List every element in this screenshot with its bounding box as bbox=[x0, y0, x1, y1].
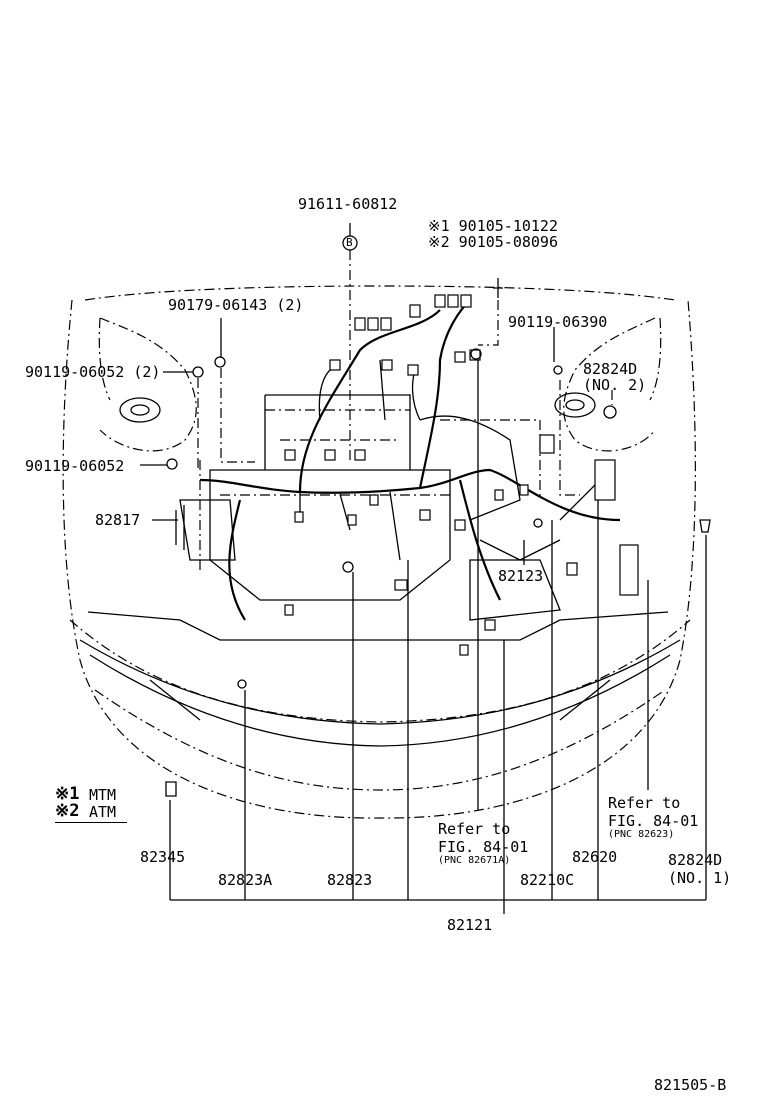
left-strut-tower bbox=[119, 397, 161, 423]
hood-line bbox=[84, 285, 676, 301]
part-82817: 82817 bbox=[95, 511, 141, 529]
legend-atm: ATM bbox=[89, 803, 117, 821]
part-91611-60812: 91611-60812 bbox=[298, 195, 398, 213]
part-82823a: 82823A bbox=[218, 871, 273, 889]
part-82620: 82620 bbox=[572, 848, 618, 866]
part-82210c: 82210C bbox=[520, 871, 575, 889]
part-82824d-no2: 82824D bbox=[583, 360, 638, 378]
part-90119-06390: 90119-06390 bbox=[508, 313, 608, 331]
part-82823: 82823 bbox=[327, 871, 373, 889]
legend-mark-1: ※1 bbox=[55, 784, 80, 804]
fasteners bbox=[165, 235, 711, 797]
part-82123: 82123 bbox=[498, 567, 544, 585]
connectors bbox=[284, 294, 639, 656]
legend-mark-2: ※2 bbox=[55, 801, 80, 821]
left-fender bbox=[99, 317, 197, 452]
part-82121: 82121 bbox=[447, 916, 493, 934]
right-fender bbox=[563, 317, 656, 452]
part-82824d-no2-qualifier: (NO. 2) bbox=[583, 376, 647, 394]
bolt-marker-b: B bbox=[346, 236, 353, 249]
part-82824d-no1-qualifier: (NO. 1) bbox=[668, 869, 732, 887]
figure-code: 821505-B bbox=[654, 1076, 727, 1094]
front-panel bbox=[69, 619, 691, 723]
part-82345: 82345 bbox=[140, 848, 186, 866]
refer-fig-84-01-1: FIG. 84-01 bbox=[438, 838, 529, 856]
refer-to-label-1: Refer to bbox=[438, 820, 511, 838]
leader-lines bbox=[140, 223, 707, 914]
part-90105-10122: ※1 90105-10122 bbox=[428, 217, 558, 235]
legend-mtm: MTM bbox=[89, 786, 117, 804]
body-outline bbox=[62, 299, 696, 819]
part-90119-06052: 90119-06052 bbox=[25, 457, 125, 475]
right-strut-tower bbox=[554, 392, 596, 418]
refer-to-label-2: Refer to bbox=[608, 794, 681, 812]
part-82824d-no1: 82824D bbox=[668, 851, 723, 869]
refer-pnc-82623: (PNC 82623) bbox=[608, 829, 675, 840]
part-90179-06143: 90179-06143 (2) bbox=[168, 296, 304, 314]
legend-underline bbox=[55, 822, 127, 823]
refer-pnc-82671a: (PNC 82671A) bbox=[438, 855, 511, 866]
part-90105-08096: ※2 90105-08096 bbox=[428, 233, 558, 251]
legend: ※1 MTM ※2 ATM bbox=[55, 786, 150, 826]
refer-fig-84-01-2: FIG. 84-01 bbox=[608, 812, 699, 830]
part-90119-06052-2: 90119-06052 (2) bbox=[25, 363, 161, 381]
